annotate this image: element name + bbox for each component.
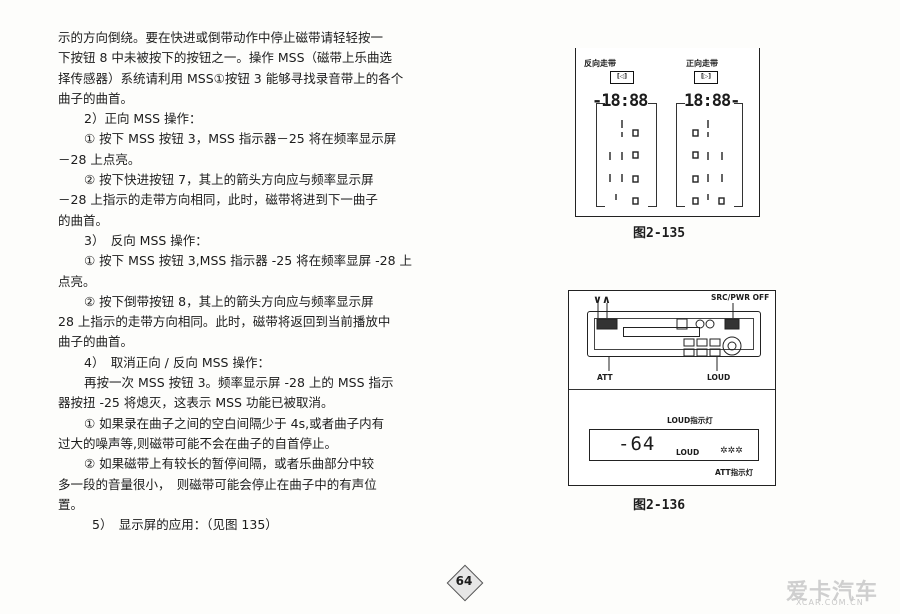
- text-line: 曲子的曲首。: [58, 90, 134, 106]
- text-line: ② 按下快进按钮 7，其上的箭头方向应与频率显示屏: [84, 172, 374, 188]
- text-line: ① 按下 MSS 按钮 3,MSS 指示器 -25 将在频率显屏 -28 上: [84, 253, 413, 269]
- text-line: 置。: [58, 496, 84, 512]
- text-line: ② 如果磁带上有较长的暂停间隔，或者乐曲部分中较: [84, 456, 375, 472]
- text-line: 下按钮 8 中未被按下的按钮之一。操作 MSS（磁带上乐曲选: [58, 50, 393, 66]
- display-bracket: [596, 103, 605, 207]
- figure-caption-136: 图2-136: [633, 498, 686, 513]
- body-text: 示的方向倒绕。要在快进或倒带动作中停止磁带请轻轻按一 下按钮 8 中未被按下的按…: [58, 28, 438, 535]
- section-heading-3: 3） 反向 MSS 操作：: [84, 232, 208, 248]
- section-heading-5: 5） 显示屏的应用：（见图 135）: [92, 517, 278, 533]
- radio-buttons: [596, 303, 742, 371]
- radio-panel: [594, 318, 754, 350]
- text-line: －28 上点亮。: [58, 151, 141, 167]
- forward-label: 正向走带: [686, 59, 718, 68]
- seek-arrows: ∨∧: [593, 293, 611, 306]
- figure-divider: [569, 389, 775, 390]
- display-bracket: [676, 103, 685, 207]
- text-line: 示的方向倒绕。要在快进或倒带动作中停止磁带请轻轻按一: [58, 30, 384, 45]
- lcd-display: -64 LOUD ✲✲✲: [589, 429, 759, 461]
- text-line: 再按一次 MSS 按钮 3。频率显示屏 -28 上的 MSS 指示: [84, 375, 394, 391]
- text-line: ① 如果录在曲子之间的空白间隔少于 4s,或者曲子内有: [84, 415, 385, 431]
- loud-indicator-label: LOUD指示灯: [667, 416, 713, 425]
- text-line: 点亮。: [58, 273, 96, 289]
- text-line: 择传感器）系统请利用 MSS①按钮 3 能够寻找录音带上的各个: [58, 70, 404, 86]
- att-indicator-label: ATT指示灯: [715, 468, 754, 477]
- att-label: ATT: [597, 373, 613, 382]
- text-line: ① 按下 MSS 按钮 3，MSS 指示器－25 将在频率显示屏: [84, 131, 397, 147]
- figure-2-136: ∨∧ SRC/PWR OFF ATT LOUD LOUD指示灯 -64 LOUD…: [568, 290, 776, 486]
- src-pwr-label: SRC/PWR OFF: [711, 293, 770, 302]
- reverse-display: -18:88: [592, 91, 648, 111]
- figure-caption-135: 图2-135: [633, 226, 686, 241]
- watermark: 爱卡汽车: [786, 580, 879, 605]
- text-line: 过大的噪声等,则磁带可能不会在曲子的自首停止。: [58, 435, 337, 451]
- text-line: 器按扭 -25 将熄灭，这表示 MSS 功能已被取消。: [58, 395, 334, 411]
- lcd-loud-text: LOUD: [676, 448, 700, 457]
- display-bracket: [734, 103, 743, 207]
- watermark-url: XCAR.COM.CN: [796, 598, 864, 607]
- text-line: 多一段的音量很小， 则磁带可能会停止在曲子中的有声位: [58, 476, 377, 492]
- figure-2-135: 反向走带 正向走带 [◁] [▷] -18:88 18:88-: [575, 48, 760, 217]
- forward-display: 18:88-: [684, 91, 740, 111]
- reverse-label: 反向走带: [584, 59, 616, 68]
- radio-faceplate: [587, 311, 761, 357]
- loud-label: LOUD: [707, 373, 731, 382]
- mss-indicator-segments: [609, 120, 725, 205]
- display-bracket: [648, 103, 657, 207]
- text-line: 的曲首。: [58, 212, 109, 228]
- text-line: －28 上指示的走带方向相同，此时，磁带将进到下一曲子: [58, 192, 378, 208]
- cassette-slot: [623, 327, 700, 337]
- page-number-text: 64: [455, 574, 473, 588]
- page-number: 64: [446, 564, 484, 602]
- att-indicator-icon: ✲✲✲: [720, 446, 743, 456]
- tape-reverse-icon: [◁]: [610, 71, 634, 84]
- text-line: 28 上指示的走带方向相同。此时，磁带将返回到当前播放中: [58, 314, 391, 330]
- tape-forward-icon: [▷]: [694, 71, 718, 84]
- lcd-value: -64: [618, 433, 656, 455]
- text-line: ② 按下倒带按钮 8，其上的箭头方向应与频率显示屏: [84, 293, 374, 309]
- text-line: 曲子的曲首。: [58, 334, 134, 350]
- section-heading-4: 4） 取消正向 / 反向 MSS 操作：: [84, 354, 270, 370]
- section-heading-2: 2）正向 MSS 操作：: [84, 111, 202, 127]
